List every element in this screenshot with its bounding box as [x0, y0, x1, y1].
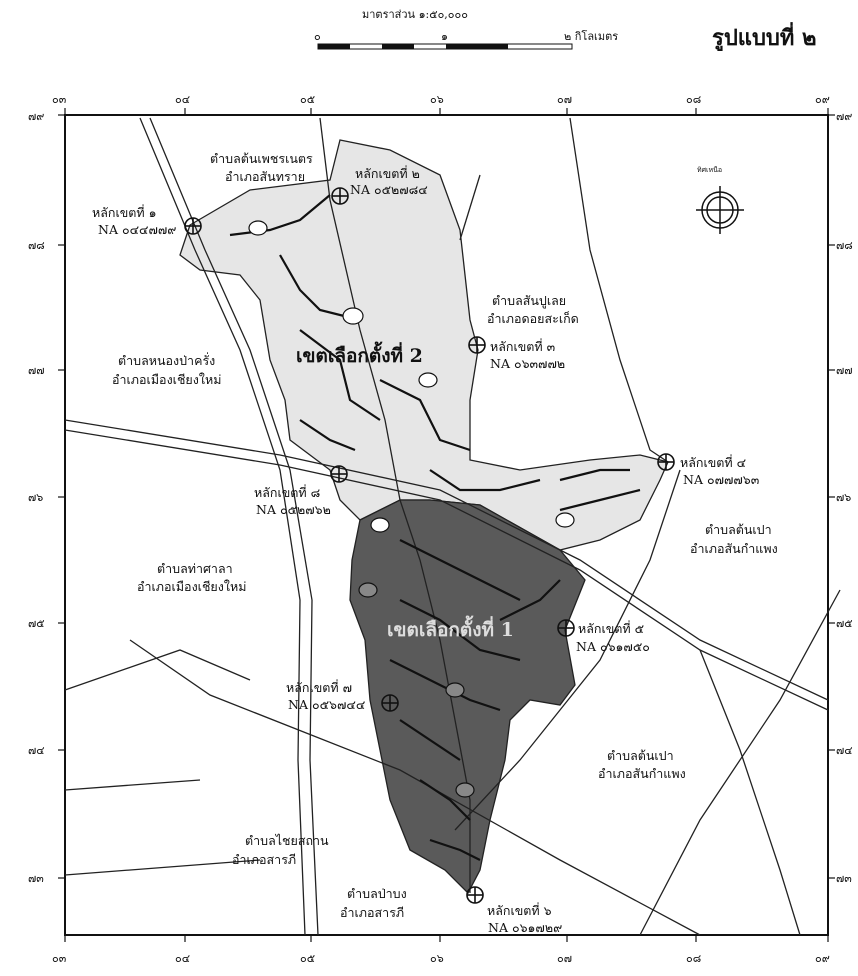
district-1-line2: อำเภอดอยสะเก็ด [487, 311, 579, 326]
grid-right-3: ๗๖ [836, 491, 851, 504]
north-arrow: ทิศเหนือ [696, 166, 744, 234]
district-0-line2: อำเภอสันทราย [225, 169, 305, 184]
scale-tick-1: ๑ [441, 30, 448, 43]
zone2-label: เขตเลือกตั้งที่ 2 [296, 341, 423, 367]
marker-5-name: หลักเขตที่ ๕ [578, 620, 644, 636]
district-6-line1: ตำบลไชยสถาน [245, 833, 329, 848]
marker-4-code: NA ๐๗๗๗๖๓ [683, 472, 759, 487]
marker-7-name: หลักเขตที่ ๗ [286, 679, 352, 695]
scale-tick-0: ๐ [314, 30, 321, 43]
major-roads [64, 117, 841, 936]
north-arrow-label: ทิศเหนือ [697, 166, 722, 174]
marker-6-code: NA ๐๖๑๗๒๙ [488, 920, 562, 935]
grid-right-0: ๗๙ [836, 110, 852, 123]
grid-right-1: ๗๘ [836, 239, 853, 252]
district-3-line1: ตำบลต้นเปา [705, 522, 772, 537]
grid-left-2: ๗๗ [28, 364, 45, 377]
scale-tick-2: ๒ กิโลเมตร [564, 29, 618, 43]
marker-8-code: NA ๐๕๒๗๖๒ [256, 502, 331, 517]
district-4-line2: อำเภอเมืองเชียงใหม่ [137, 579, 246, 594]
marker-8-name: หลักเขตที่ ๘ [254, 484, 320, 500]
district-6-line2: อำเภอสารภี [232, 852, 296, 867]
grid-bottom-5: ๐๘ [686, 952, 701, 965]
marker-6-name: หลักเขตที่ ๖ [487, 902, 552, 918]
grid-bottom-4: ๐๗ [557, 952, 572, 965]
grid-right-2: ๗๗ [836, 364, 853, 377]
zone1-area [349, 499, 586, 895]
grid-top-1: ๐๔ [175, 93, 190, 106]
grid-left-0: ๗๙ [28, 110, 44, 123]
grid-right-6: ๗๓ [836, 872, 852, 885]
marker-3-code: NA ๐๖๓๗๗๒ [490, 356, 565, 371]
grid-bottom-3: ๐๖ [430, 952, 444, 965]
grid-top-4: ๐๗ [557, 93, 572, 106]
district-5-line1: ตำบลต้นเปา [607, 748, 674, 763]
grid-left-4: ๗๕ [28, 617, 45, 630]
grid-bottom-0: ๐๓ [52, 952, 66, 965]
zone1-label: เขตเลือกตั้งที่ 1 [387, 615, 514, 641]
grid-right-5: ๗๔ [836, 744, 853, 757]
zone2-area [179, 139, 669, 551]
district-2-line2: อำเภอเมืองเชียงใหม่ [112, 372, 221, 387]
grid-left-3: ๗๖ [28, 491, 43, 504]
boundary-marker-symbols [184, 187, 675, 904]
map-title: รูปแบบที่ ๒ [712, 21, 817, 52]
district-2-line1: ตำบลหนองป่าครั่ง [118, 352, 215, 368]
district-labels: ตำบลต้นเพชรเนตร อำเภอสันทราย ตำบลสันปูเล… [112, 151, 778, 920]
grid-labels-left: ๗๙ ๗๘ ๗๗ ๗๖ ๗๕ ๗๔ ๗๓ [28, 110, 45, 885]
district-5-line2: อำเภอสันกำแพง [598, 766, 686, 781]
grid-bottom-2: ๐๕ [300, 952, 315, 965]
marker-5-code: NA ๐๖๑๗๕๐ [576, 639, 650, 654]
district-7-line2: อำเภอสารภี [340, 905, 404, 920]
district-1-line1: ตำบลสันปูเลย [492, 293, 566, 309]
grid-bottom-1: ๐๔ [175, 952, 190, 965]
grid-right-4: ๗๕ [836, 617, 853, 630]
district-7-line1: ตำบลป่าบง [347, 886, 407, 901]
compass-icon [696, 186, 744, 234]
marker-1-code: NA ๐๔๔๗๗๙ [98, 222, 176, 237]
grid-labels-bottom: ๐๓ ๐๔ ๐๕ ๐๖ ๐๗ ๐๘ ๐๙ [52, 952, 830, 965]
scale-title: มาตราส่วน ๑:๕๐,๐๐๐ [362, 8, 468, 21]
marker-4-name: หลักเขตที่ ๔ [680, 454, 746, 470]
grid-labels-right: ๗๙ ๗๘ ๗๗ ๗๖ ๗๕ ๗๔ ๗๓ [836, 110, 853, 885]
grid-left-6: ๗๓ [28, 872, 44, 885]
marker-1-name: หลักเขตที่ ๑ [92, 204, 157, 220]
marker-2-name: หลักเขตที่ ๒ [355, 165, 420, 181]
boundary-marker-labels: หลักเขตที่ ๑ NA ๐๔๔๗๗๙ หลักเขตที่ ๒ NA ๐… [92, 165, 759, 935]
grid-left-5: ๗๔ [28, 744, 45, 757]
grid-top-0: ๐๓ [52, 93, 66, 106]
district-4-line1: ตำบลท่าศาลา [157, 561, 233, 576]
marker-7-code: NA ๐๕๖๗๔๔ [288, 697, 365, 712]
marker-3-name: หลักเขตที่ ๓ [490, 338, 555, 354]
grid-ticks [58, 108, 835, 942]
grid-top-6: ๐๙ [815, 93, 830, 106]
district-0-line1: ตำบลต้นเพชรเนตร [210, 151, 313, 166]
marker-2-code: NA ๐๕๒๗๘๔ [350, 182, 428, 197]
village-symbols [248, 220, 575, 798]
grid-labels-top: ๐๓ ๐๔ ๐๕ ๐๖ ๐๗ ๐๘ ๐๙ [52, 93, 830, 106]
district-3-line2: อำเภอสันกำแพง [690, 541, 778, 556]
scale-bar: ๐ ๑ ๒ กิโลเมตร [314, 29, 618, 50]
grid-top-3: ๐๖ [430, 93, 444, 106]
grid-bottom-6: ๐๙ [815, 952, 830, 965]
grid-top-5: ๐๘ [686, 93, 701, 106]
grid-top-2: ๐๕ [300, 93, 315, 106]
grid-left-1: ๗๘ [28, 239, 45, 252]
